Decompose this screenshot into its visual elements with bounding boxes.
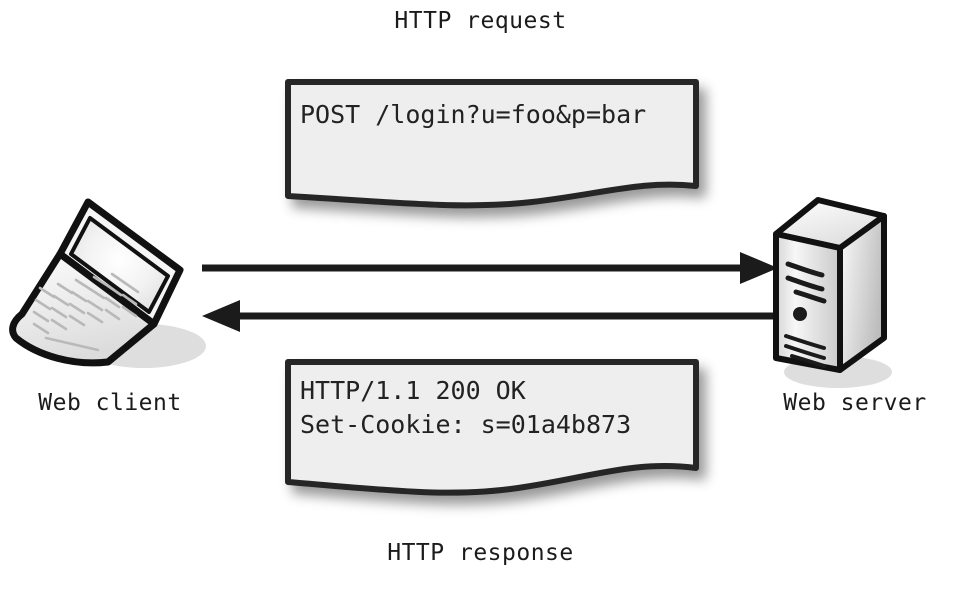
arrow-head xyxy=(740,252,778,284)
request-arrow xyxy=(200,250,780,286)
laptop-keyboard xyxy=(32,272,140,352)
server-front-face xyxy=(773,231,843,373)
http-response-note: HTTP/1.1 200 OK Set-Cookie: s=01a4b873 xyxy=(282,356,702,506)
response-arrow xyxy=(200,298,780,334)
web-client-label: Web client xyxy=(38,390,182,416)
arrow-right-icon xyxy=(202,252,778,284)
note-outline-request xyxy=(285,79,699,209)
laptop-base xyxy=(9,250,158,367)
arrow-head xyxy=(202,300,240,332)
http-response-caption: HTTP response xyxy=(387,540,574,566)
response-line-1: HTTP/1.1 200 OK xyxy=(300,376,526,405)
laptop-screen xyxy=(69,216,170,314)
server-vents-bottom xyxy=(784,334,826,368)
note-shape-request xyxy=(285,79,699,209)
web-server-illustration xyxy=(752,190,902,390)
web-server-label: Web server xyxy=(783,390,927,416)
server-power-led xyxy=(793,307,807,321)
response-line-2: Set-Cookie: s=01a4b873 xyxy=(300,410,632,439)
note-outline-response xyxy=(285,359,699,496)
web-client-illustration xyxy=(4,196,216,372)
request-line-1: POST /login?u=foo&p=bar xyxy=(300,100,647,129)
server-vents-top xyxy=(785,261,827,304)
server-tower-icon xyxy=(773,197,892,388)
note-shape-response xyxy=(285,359,699,496)
http-request-caption: HTTP request xyxy=(394,8,567,34)
arrow-left-icon xyxy=(202,300,780,332)
laptop-icon xyxy=(9,198,206,368)
http-request-note: POST /login?u=foo&p=bar xyxy=(282,76,702,211)
